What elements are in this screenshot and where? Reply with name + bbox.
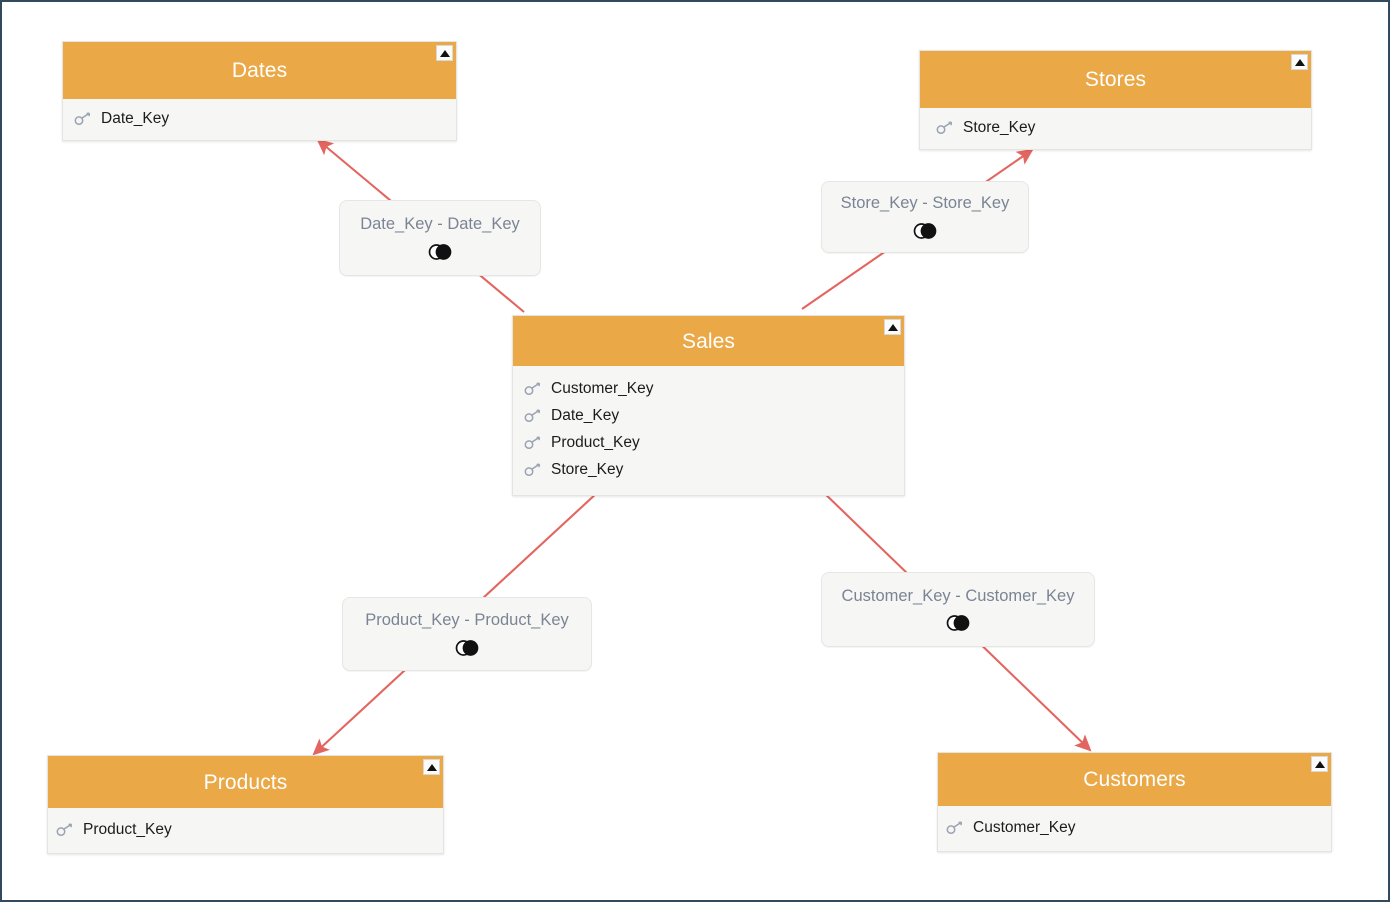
field-label: Product_Key: [551, 433, 640, 451]
relationship-label: Date_Key - Date_Key: [360, 215, 520, 234]
field-label: Product_Key: [83, 820, 172, 838]
inner-join-icon[interactable]: [428, 243, 452, 260]
field-list-dates: Date_Key: [63, 99, 456, 140]
key-icon: [56, 822, 73, 836]
relationship-card-store-key[interactable]: Store_Key - Store_Key: [821, 181, 1029, 253]
field-label: Customer_Key: [973, 818, 1076, 836]
table-card-sales[interactable]: Sales Customer_Key Date_Key: [512, 315, 905, 496]
field-label: Store_Key: [963, 118, 1036, 136]
key-icon: [524, 408, 541, 422]
triangle-up-icon[interactable]: [884, 319, 901, 335]
inner-join-icon[interactable]: [455, 639, 479, 656]
table-header-sales[interactable]: Sales: [513, 316, 904, 366]
relationship-label: Store_Key - Store_Key: [840, 194, 1010, 213]
table-title: Products: [203, 770, 288, 794]
field-label: Date_Key: [101, 109, 170, 127]
relationship-label: Product_Key - Product_Key: [365, 611, 569, 630]
relationship-card-date-key[interactable]: Date_Key - Date_Key: [339, 200, 541, 276]
table-header-customers[interactable]: Customers: [938, 753, 1331, 806]
field-list-stores: Store_Key: [920, 108, 1311, 149]
key-icon: [524, 462, 541, 476]
table-header-products[interactable]: Products: [48, 756, 443, 808]
table-card-dates[interactable]: Dates Date_Key: [62, 41, 457, 141]
field-label: Date_Key: [551, 406, 620, 424]
triangle-up-icon[interactable]: [423, 759, 440, 775]
table-title: Customers: [1083, 768, 1186, 791]
field-label: Customer_Key: [551, 379, 654, 397]
inner-join-icon[interactable]: [946, 615, 970, 632]
table-header-dates[interactable]: Dates: [63, 42, 456, 99]
key-icon: [74, 111, 91, 125]
field-label: Store_Key: [551, 460, 624, 478]
field-row[interactable]: Product_Key: [513, 429, 904, 456]
key-icon: [524, 381, 541, 395]
table-title: Dates: [231, 59, 288, 82]
triangle-up-icon[interactable]: [1291, 54, 1308, 70]
table-header-stores[interactable]: Stores: [920, 51, 1311, 108]
table-card-products[interactable]: Products Product_Key: [47, 755, 444, 854]
triangle-up-icon[interactable]: [436, 45, 453, 61]
triangle-up-icon[interactable]: [1311, 756, 1328, 772]
table-card-stores[interactable]: Stores Store_Key: [919, 50, 1312, 150]
table-card-customers[interactable]: Customers Customer_Key: [937, 752, 1332, 852]
field-row[interactable]: Date_Key: [513, 402, 904, 429]
key-icon: [946, 820, 963, 834]
field-row[interactable]: Customer_Key: [513, 375, 904, 402]
field-list-sales: Customer_Key Date_Key Product_Key: [513, 366, 904, 495]
field-list-customers: Customer_Key: [938, 806, 1331, 851]
table-title: Stores: [1084, 68, 1147, 91]
field-list-products: Product_Key: [48, 808, 443, 853]
key-icon: [524, 435, 541, 449]
relationship-card-product-key[interactable]: Product_Key - Product_Key: [342, 597, 592, 671]
relationship-card-customer-key[interactable]: Customer_Key - Customer_Key: [821, 572, 1095, 647]
field-row[interactable]: Product_Key: [48, 816, 443, 843]
relationship-label: Customer_Key - Customer_Key: [841, 586, 1075, 605]
table-title: Sales: [681, 329, 736, 353]
field-row[interactable]: Customer_Key: [938, 814, 1331, 841]
field-row[interactable]: Date_Key: [63, 105, 456, 132]
field-row[interactable]: Store_Key: [513, 456, 904, 483]
key-icon: [936, 120, 953, 134]
field-row[interactable]: Store_Key: [920, 114, 1311, 141]
inner-join-icon[interactable]: [913, 222, 937, 239]
